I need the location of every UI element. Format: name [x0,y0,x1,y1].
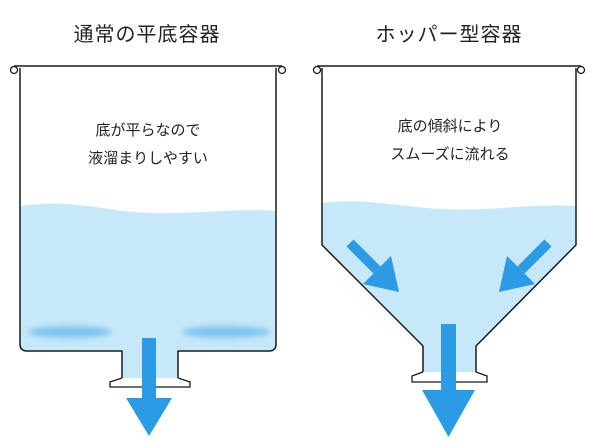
flat-bottom-caption: 底が平らなので 液溜まりしやすい [38,116,258,172]
hopper-caption-line2: スムーズに流れる [390,145,510,163]
hopper-caption: 底の傾斜により スムーズに流れる [340,112,560,168]
liquid-pool-left [28,326,112,338]
outflow-arrow-right [422,324,475,437]
flat-bottom-caption-line2: 液溜まりしやすい [88,149,208,167]
vessel-outline-right [321,68,577,372]
liquid-fill-left [20,203,276,385]
vessel-outline-left [19,68,277,378]
outflow-arrow-left [126,338,172,436]
flat-bottom-caption-line1: 底が平らなので [95,121,201,139]
hopper-caption-line1: 底の傾斜により [397,117,503,135]
slope-arrow-right [499,239,552,292]
hopper-title: ホッパー型容器 [375,22,523,46]
liquid-fill-right [322,201,576,380]
flat-bottom-title: 通常の平底容器 [73,22,221,46]
rim-ring-right-b [576,65,586,75]
hopper-vessel [312,65,586,437]
slope-arrow-left [346,239,399,292]
flat-bottom-vessel [9,65,287,436]
liquid-pool-right [182,326,270,338]
rim-ring-right-a [312,65,322,75]
rim-ring-left-a [9,65,19,75]
rim-ring-left-b [277,65,287,75]
